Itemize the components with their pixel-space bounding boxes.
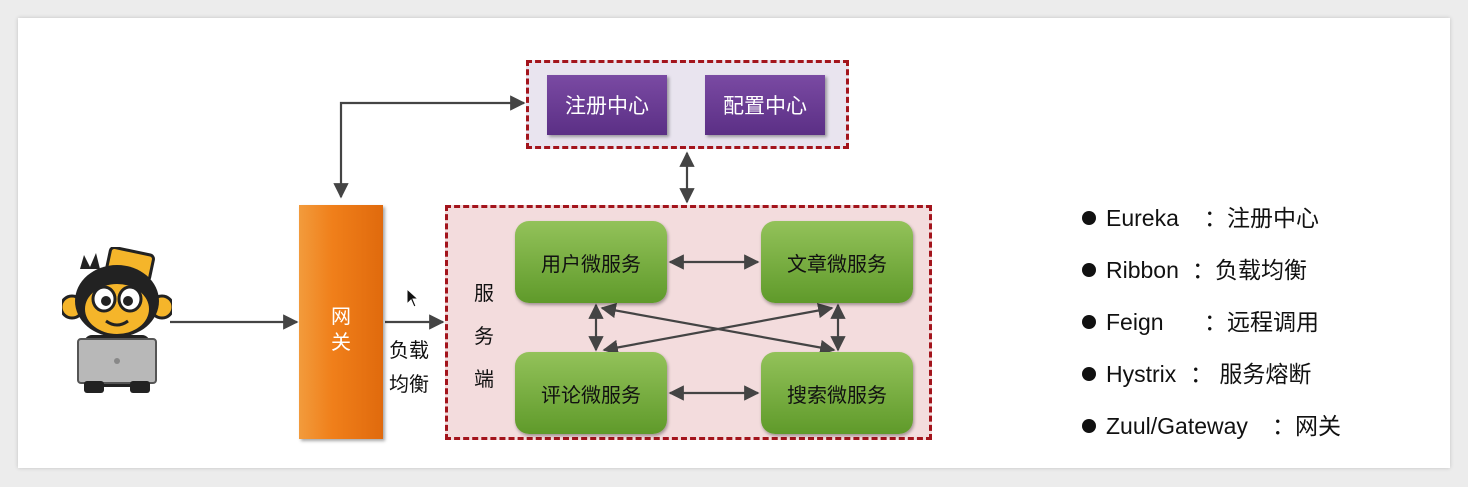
gateway-label-line1: 网: [331, 304, 351, 328]
config-center-node: 配置中心: [705, 75, 825, 135]
user-service-node: 用户微服务: [515, 221, 667, 303]
legend-desc: ：负载均衡: [1192, 257, 1307, 283]
service-side-char: 务: [474, 324, 494, 348]
bullet-icon: [1082, 263, 1096, 277]
legend-name: Hystrix: [1106, 361, 1177, 387]
legend-name: Eureka: [1106, 205, 1179, 231]
service-side-char: 服: [474, 281, 494, 305]
service-side-char: 端: [474, 367, 494, 391]
legend-desc: ：注册中心: [1204, 205, 1319, 231]
article-service-node: 文章微服务: [761, 221, 913, 303]
legend-desc: ： 服务熔断: [1190, 361, 1312, 387]
load-balance-label: 负载 均衡: [389, 333, 437, 401]
article-comment-arrow: [602, 302, 834, 356]
mouse-cursor-icon: [406, 288, 420, 308]
monkey-mascot-with-laptop-icon: [62, 247, 172, 393]
legend-name: Zuul/Gateway: [1106, 413, 1248, 439]
gateway-node: 网关: [299, 205, 383, 439]
legend-desc: ：远程调用: [1204, 309, 1319, 335]
search-service-node: 搜索微服务: [761, 352, 913, 434]
legend-desc: ：网关: [1272, 413, 1341, 439]
service-side-label: 服 务 端: [470, 272, 498, 401]
load-balance-line2: 均衡: [389, 372, 429, 396]
load-balance-line1: 负载: [389, 338, 429, 362]
bullet-icon: [1082, 419, 1096, 433]
registry-center-node: 注册中心: [547, 75, 667, 135]
legend-name: Feign: [1106, 309, 1164, 335]
bullet-icon: [1082, 367, 1096, 381]
gateway-label-line2: 关: [331, 330, 351, 354]
bullet-icon: [1082, 211, 1096, 225]
gateway-label: 网关: [299, 303, 383, 355]
legend-name: Ribbon: [1106, 257, 1179, 283]
bullet-icon: [1082, 315, 1096, 329]
gateway-registry-arrow: [333, 95, 526, 199]
comment-service-node: 评论微服务: [515, 352, 667, 434]
